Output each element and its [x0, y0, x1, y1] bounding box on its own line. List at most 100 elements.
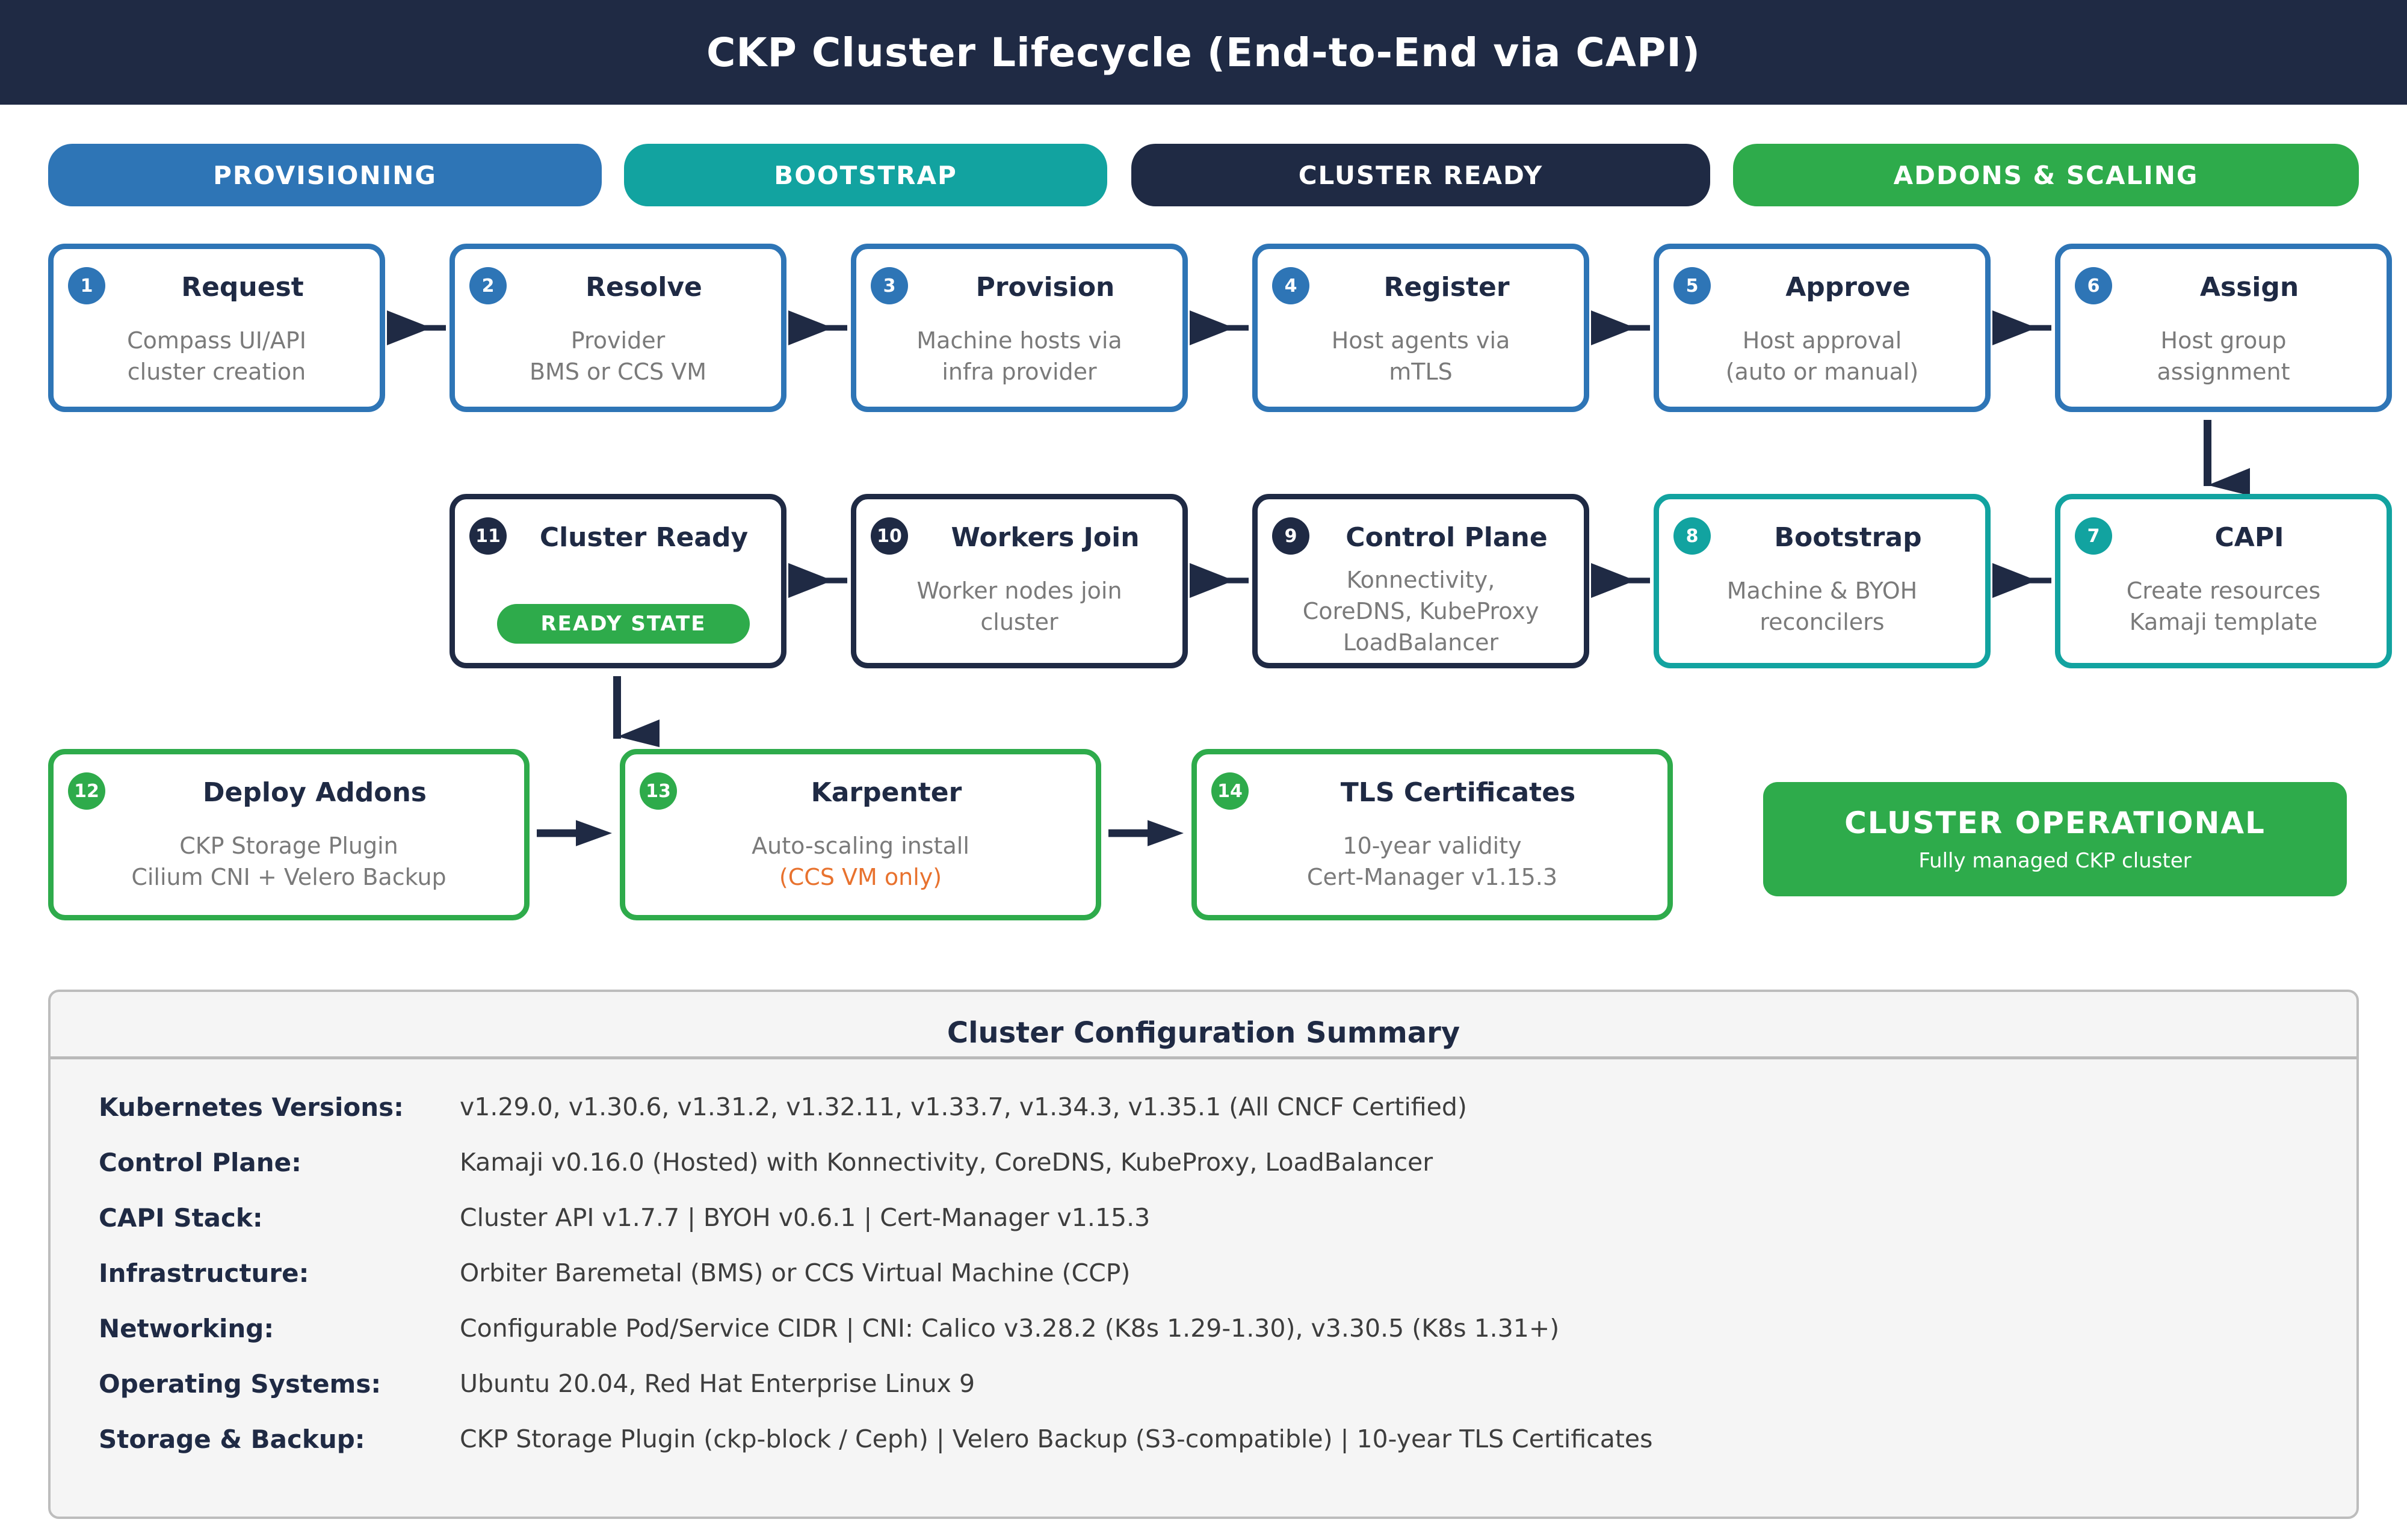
step-title: Cluster Ready [539, 522, 749, 553]
step-subtitle: Konnectivity, [1346, 567, 1495, 593]
step-number-badge: 7 [2075, 517, 2112, 555]
step-box-10-workers-join: 10 Workers Join Worker nodes join cluste… [851, 494, 1188, 668]
step-number-badge: 6 [2075, 267, 2112, 304]
step-subtitle: reconcilers [1760, 609, 1885, 635]
elbow-arrowhead-icon [2208, 468, 2250, 496]
step-title: CAPI [2214, 522, 2284, 553]
summary-label: Storage & Backup: [99, 1424, 365, 1454]
step-subtitle: Provider [570, 327, 666, 354]
step-number-badge: 1 [68, 267, 105, 304]
arrow-right-icon [1591, 563, 1650, 598]
arrow-right-icon [1108, 820, 1184, 846]
step-title: Workers Join [951, 522, 1140, 553]
summary-row: Networking: Configurable Pod/Service CID… [51, 1301, 2356, 1356]
step-subtitle: LoadBalancer [1343, 629, 1499, 656]
step-number-badge: 3 [871, 267, 908, 304]
step-box-8-bootstrap: 8 Bootstrap Machine & BYOH reconcilers [1654, 494, 1991, 668]
step-box-7-capi: 7 CAPI Create resources Kamaji template [2055, 494, 2392, 668]
step-box-6-assign: 6 Assign Host group assignment [2055, 244, 2392, 412]
page-title: CKP Cluster Lifecycle (End-to-End via CA… [706, 29, 1701, 76]
arrow-right-icon [1190, 563, 1249, 598]
phase-label: CLUSTER READY [1298, 160, 1543, 190]
arrow-right-icon [788, 310, 847, 345]
phase-label: ADDONS & SCALING [1893, 160, 2199, 190]
step-number-badge: 4 [1272, 267, 1309, 304]
step-subtitle: cluster creation [127, 359, 306, 385]
step-title: TLS Certificates [1340, 777, 1576, 808]
summary-row: Operating Systems: Ubuntu 20.04, Red Hat… [51, 1356, 2356, 1411]
ready-state-badge: READY STATE [497, 604, 750, 644]
step-number-badge: 8 [1673, 517, 1711, 555]
step-box-11-cluster-ready: 11 Cluster Ready READY STATE [450, 494, 786, 668]
summary-row: CAPI Stack: Cluster API v1.7.7 | BYOH v0… [51, 1190, 2356, 1245]
step-subtitle: Machine & BYOH [1726, 578, 1918, 604]
step-box-4-register: 4 Register Host agents via mTLS [1252, 244, 1589, 412]
step-title: Assign [2199, 272, 2299, 303]
step-subtitle: (auto or manual) [1725, 359, 1919, 385]
elbow-arrow-icon [2204, 420, 2211, 486]
summary-row: Infrastructure: Orbiter Baremetal (BMS) … [51, 1245, 2356, 1301]
arrow-right-icon [1190, 310, 1249, 345]
summary-title: Cluster Configuration Summary [947, 1016, 1460, 1050]
step-subtitle: Host group [2160, 327, 2287, 354]
arrow-right-icon [1992, 563, 2051, 598]
step-title: Bootstrap [1774, 522, 1922, 553]
step-subtitle: cluster [980, 609, 1058, 635]
step-subtitle: assignment [2157, 359, 2290, 385]
summary-label: CAPI Stack: [99, 1203, 263, 1233]
step-title: Approve [1785, 272, 1911, 303]
step-box-9-control-plane: 9 Control Plane Konnectivity, CoreDNS, K… [1252, 494, 1589, 668]
summary-value: Orbiter Baremetal (BMS) or CCS Virtual M… [460, 1258, 1131, 1287]
summary-label: Kubernetes Versions: [99, 1092, 404, 1122]
step-subtitle: Host approval [1742, 327, 1902, 354]
summary-row: Storage & Backup: CKP Storage Plugin (ck… [51, 1411, 2356, 1467]
step-subtitle: Cilium CNI + Velero Backup [131, 864, 446, 890]
step-subtitle: Create resources [2126, 578, 2321, 604]
step-number-badge: 12 [68, 772, 105, 810]
step-title: Resolve [586, 272, 702, 303]
step-number-badge: 9 [1272, 517, 1309, 555]
cluster-operational-banner: CLUSTER OPERATIONAL Fully managed CKP cl… [1763, 782, 2347, 896]
summary-label: Infrastructure: [99, 1258, 309, 1288]
step-number-badge: 14 [1211, 772, 1249, 810]
step-box-2-resolve: 2 Resolve Provider BMS or CCS VM [450, 244, 786, 412]
step-subtitle: CoreDNS, KubeProxy [1302, 598, 1539, 624]
summary-label: Networking: [99, 1313, 274, 1343]
step-subtitle: Worker nodes join [916, 578, 1122, 604]
step-subtitle: Machine hosts via [916, 327, 1122, 354]
step-box-5-approve: 5 Approve Host approval (auto or manual) [1654, 244, 1991, 412]
phase-label: BOOTSTRAP [774, 160, 957, 190]
summary-value: CKP Storage Plugin (ckp-block / Ceph) | … [460, 1424, 1653, 1453]
step-box-12-deploy-addons: 12 Deploy Addons CKP Storage Plugin Cili… [48, 749, 530, 920]
summary-row: Control Plane: Kamaji v0.16.0 (Hosted) w… [51, 1135, 2356, 1190]
arrow-right-icon [1992, 310, 2051, 345]
summary-rows: Kubernetes Versions: v1.29.0, v1.30.6, v… [51, 1079, 2356, 1467]
step-subtitle: mTLS [1389, 359, 1453, 385]
arrow-right-icon [788, 563, 847, 598]
step-number-badge: 2 [469, 267, 507, 304]
summary-value: Cluster API v1.7.7 | BYOH v0.6.1 | Cert-… [460, 1203, 1151, 1232]
divider [51, 1056, 2356, 1059]
elbow-arrowhead-icon [617, 719, 660, 747]
step-number-badge: 10 [871, 517, 908, 555]
arrow-right-icon [387, 310, 446, 345]
step-title: Deploy Addons [203, 777, 427, 808]
step-title: Request [181, 272, 304, 303]
title-bar: CKP Cluster Lifecycle (End-to-End via CA… [0, 0, 2407, 105]
phase-label: PROVISIONING [213, 160, 437, 190]
step-subtitle: infra provider [942, 359, 1097, 385]
summary-value: Ubuntu 20.04, Red Hat Enterprise Linux 9 [460, 1369, 975, 1398]
phase-pill-cluster-ready: CLUSTER READY [1131, 144, 1710, 206]
summary-panel: Cluster Configuration Summary Kubernetes… [48, 990, 2359, 1519]
step-number-badge: 11 [469, 517, 507, 555]
summary-label: Control Plane: [99, 1147, 301, 1177]
step-box-14-tls-certificates: 14 TLS Certificates 10-year validity Cer… [1191, 749, 1673, 920]
operational-title: CLUSTER OPERATIONAL [1844, 805, 2266, 840]
summary-label: Operating Systems: [99, 1369, 382, 1399]
step-subtitle: Compass UI/API [127, 327, 306, 354]
step-subtitle: BMS or CCS VM [529, 359, 707, 385]
step-title: Control Plane [1346, 522, 1548, 553]
step-number-badge: 13 [640, 772, 677, 810]
arrow-right-icon [537, 820, 612, 846]
